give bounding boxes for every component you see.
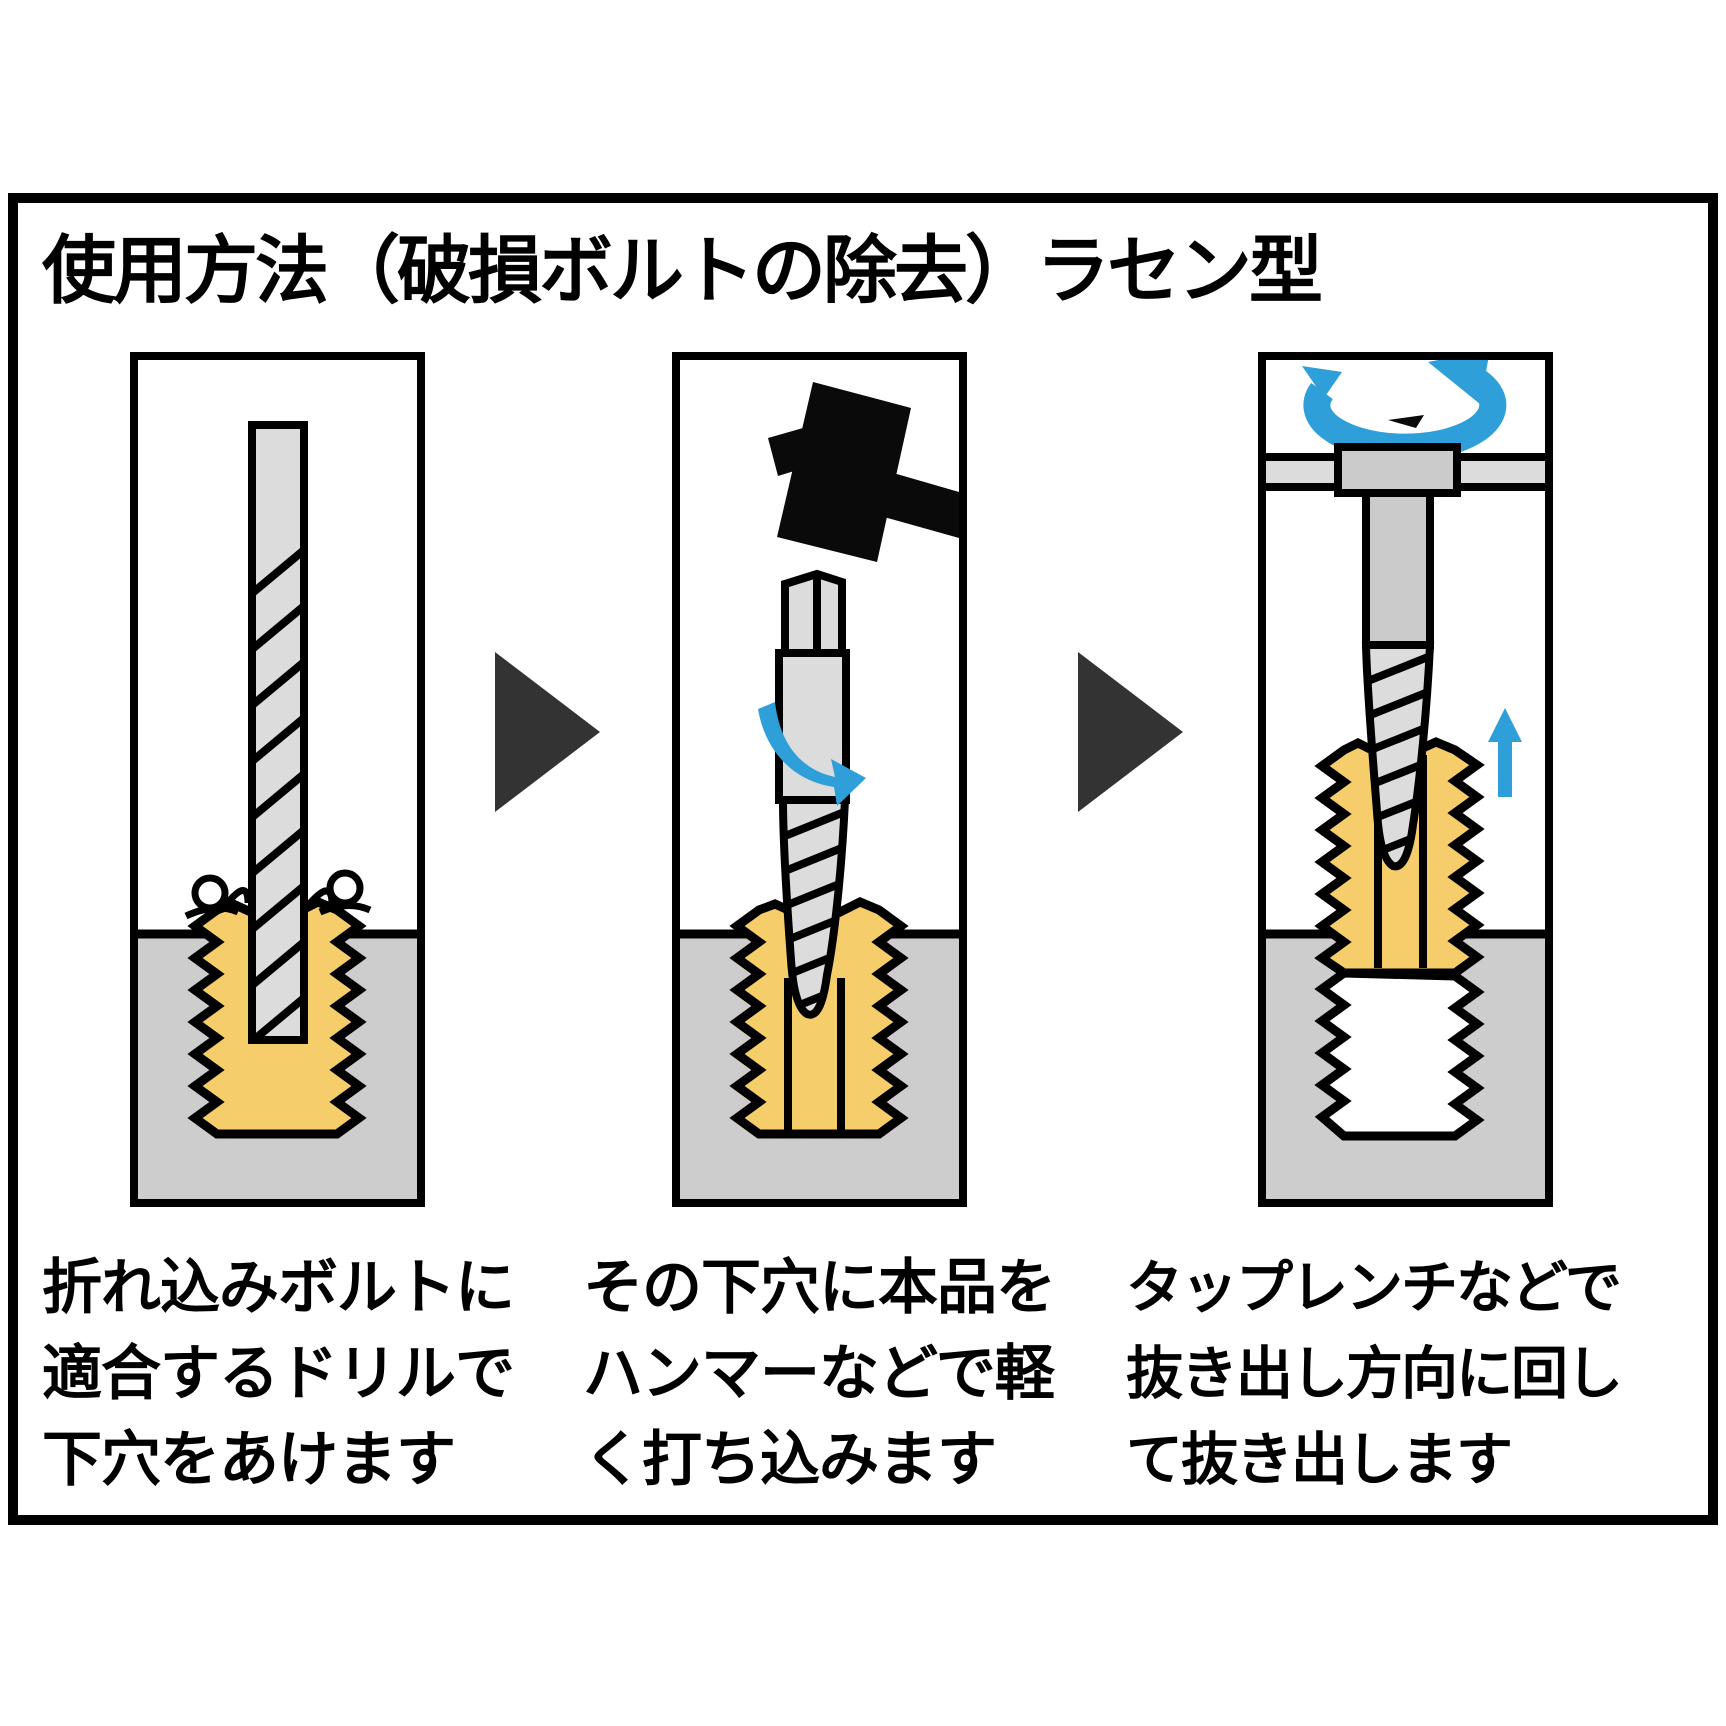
next-step-arrow-icon <box>495 652 600 812</box>
up-arrow-icon <box>1488 708 1522 797</box>
step-1-caption: 折れ込みボルトに 適合するドリルで 下穴をあけます <box>42 1245 515 1503</box>
step-3-illustration <box>1266 360 1545 1199</box>
caption-line: 折れ込みボルトに <box>42 1254 515 1321</box>
next-step-arrow-icon <box>1078 652 1183 812</box>
swarf-chips <box>184 869 372 920</box>
turn-arrow-icon <box>758 702 866 806</box>
tap-wrench-icon <box>1266 443 1545 497</box>
caption-line: く打ち込みます <box>583 1426 997 1493</box>
step-3-panel <box>1258 352 1553 1207</box>
page-title: 使用方法（破損ボルトの除去）ラセン型 <box>42 229 1323 312</box>
step-1-illustration <box>138 421 417 1199</box>
threaded-hole <box>1314 968 1485 1141</box>
caption-line: 抜き出し方向に回し <box>1126 1342 1623 1406</box>
step-2-illustration <box>680 382 959 1199</box>
step-2-panel <box>672 352 967 1207</box>
broken-bolt <box>729 897 909 1139</box>
step-3-caption: タップレンチなどで 抜き出し方向に回し て抜き出します <box>1126 1245 1623 1503</box>
step-1-panel <box>130 352 425 1207</box>
caption-line: 適合するドリルで <box>42 1340 515 1407</box>
hammer-icon <box>768 382 959 562</box>
step-2-caption: その下穴に本品を ハンマーなどで軽 く打ち込みます <box>583 1245 1056 1503</box>
caption-line: 下穴をあけます <box>42 1426 456 1493</box>
caption-line: タップレンチなどで <box>1126 1256 1622 1320</box>
drill-bit-icon <box>248 421 308 1044</box>
caption-line: その下穴に本品を <box>583 1254 1056 1321</box>
caption-line: て抜き出します <box>1126 1428 1513 1492</box>
caption-line: ハンマーなどで軽 <box>583 1340 1055 1407</box>
rotation-arrow-icon <box>1302 360 1507 461</box>
